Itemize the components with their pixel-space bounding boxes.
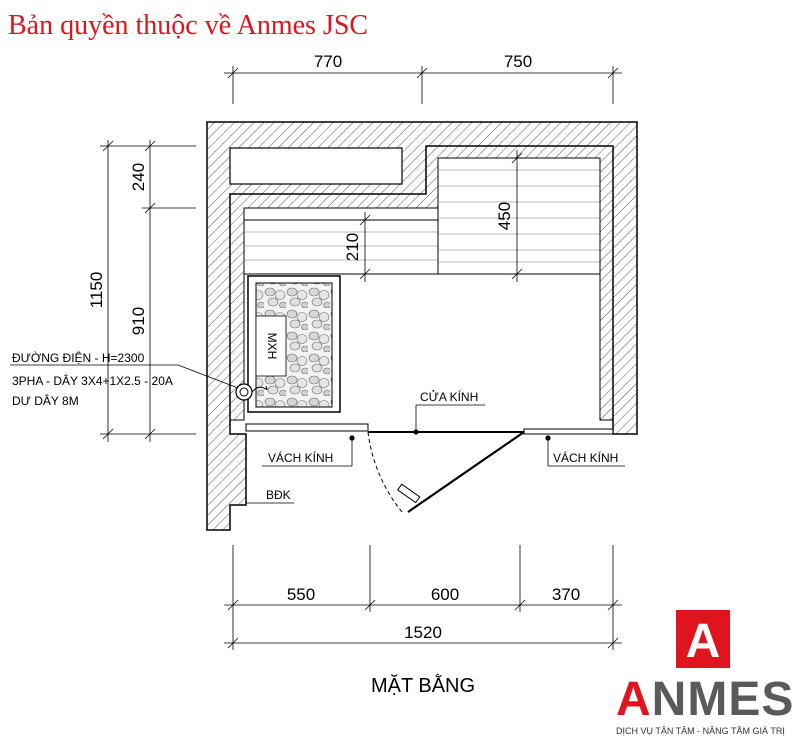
glass-partition-left: [245, 423, 369, 432]
brand-name: ANMES: [616, 676, 794, 724]
copyright-text: Bản quyền thuộc về Anmes JSC: [8, 10, 369, 41]
annotation-leaders: [246, 404, 625, 504]
dim-tick: [102, 428, 114, 440]
glass-wall-right-label: VÁCH KÍNH: [553, 450, 618, 465]
glass-partition-right: [523, 428, 614, 435]
dim-bottom-mid: 600: [431, 585, 459, 604]
dim-tick: [514, 599, 526, 611]
brand-tagline: DỊCH VỤ TẬN TÂM - NÂNG TẦM GIÁ TRỊ: [616, 726, 785, 736]
logo-background: [676, 610, 730, 668]
dim-tick: [511, 152, 523, 164]
glass-front: [245, 423, 614, 513]
brand-logo-icon: A: [676, 610, 730, 668]
dimension-bottom: [224, 545, 622, 650]
door-handle-icon: [396, 483, 421, 504]
dim-top-left: 770: [314, 52, 342, 71]
outlet-icon-inner: [239, 387, 249, 397]
dim-bench-depth: 210: [343, 233, 362, 261]
dim-tick: [227, 637, 239, 649]
upper-bench: [437, 157, 601, 275]
lower-bench: [243, 219, 439, 275]
dim-tick: [511, 268, 523, 280]
dim-tick: [102, 140, 114, 152]
dimension-benches: [359, 150, 523, 282]
sauna-heater: MXH: [247, 275, 341, 413]
dim-left-overall: 1150: [87, 272, 106, 309]
dim-tick: [227, 599, 239, 611]
power-note-line1: ĐƯỜNG ĐIỆN - H=2300: [12, 350, 145, 365]
dimension-top: [224, 66, 622, 104]
dim-left-upper: 240: [129, 163, 148, 191]
dim-bottom-right: 370: [552, 585, 580, 604]
dim-tick: [607, 599, 619, 611]
dim-top-right: 750: [504, 52, 532, 71]
logo-letter: A: [686, 615, 721, 668]
dim-tick: [607, 637, 619, 649]
control-box-label: BĐK: [266, 488, 291, 502]
dim-tick: [359, 214, 371, 226]
brand-name-rest: NMES: [651, 673, 795, 726]
plan-title: MẶT BẰNG: [371, 673, 475, 697]
dim-upper-bench: 450: [495, 202, 514, 230]
dim-tick: [144, 140, 156, 152]
dimension-left: [100, 140, 196, 442]
glass-door-leaf: [407, 431, 525, 513]
dim-tick: [607, 67, 619, 79]
door-swing-arc: [367, 431, 403, 513]
dim-tick: [144, 428, 156, 440]
wall-niche: [229, 147, 403, 185]
dim-bottom-total: 1520: [404, 623, 442, 642]
brand-name-first: A: [616, 673, 652, 726]
power-note-line2: 3PHA - DÂY 3X4+1X2.5 - 20A: [12, 373, 173, 388]
cable-curl: [251, 385, 268, 393]
dim-tick: [364, 599, 376, 611]
heater-label-plate: [255, 315, 287, 377]
power-note-line3: DƯ DÂY 8M: [12, 393, 79, 408]
glass-door-label: CỬA KÍNH: [420, 389, 478, 404]
benches: [243, 157, 601, 275]
dim-tick: [144, 202, 156, 214]
dim-left-lower: 910: [129, 307, 148, 335]
dim-tick: [227, 67, 239, 79]
glass-wall-left-label: VÁCH KÍNH: [268, 450, 333, 465]
outlet-icon: [235, 383, 253, 401]
heater-label: MXH: [265, 333, 279, 360]
dim-bottom-left: 550: [287, 585, 315, 604]
dim-tick: [359, 268, 371, 280]
leader-line-diagonal: [177, 364, 239, 389]
dim-tick: [416, 67, 428, 79]
